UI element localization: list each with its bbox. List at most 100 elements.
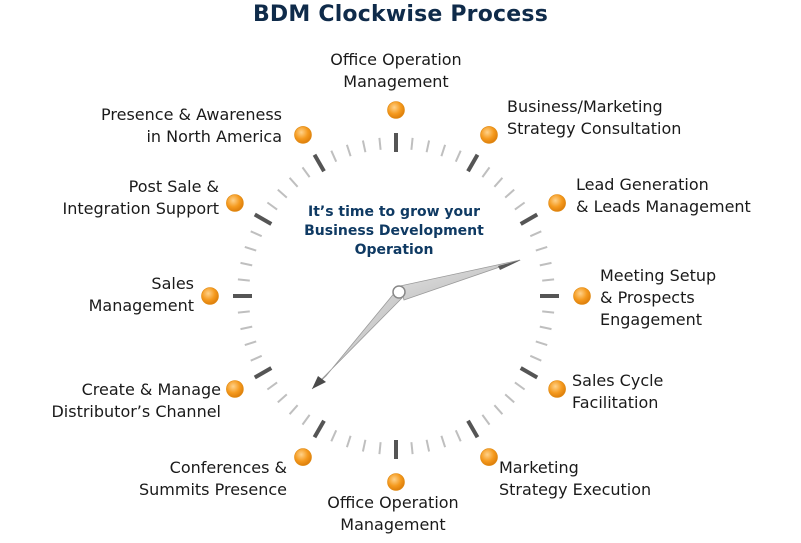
page-title: BDM Clockwise Process — [252, 2, 549, 27]
step-marker-bottom — [387, 473, 405, 491]
minor-tick — [240, 261, 253, 267]
minor-tick — [493, 177, 504, 188]
step-label-lead-generation: Lead Generation & Leads Management — [576, 174, 751, 218]
minor-tick — [440, 144, 447, 157]
step-label-line: & Leads Management — [576, 197, 751, 216]
minor-tick — [529, 354, 542, 362]
minor-tick — [345, 144, 352, 157]
minor-tick — [237, 278, 250, 282]
minor-tick — [288, 404, 299, 415]
minor-tick — [410, 137, 414, 150]
minor-tick — [542, 278, 555, 282]
major-tick — [312, 153, 326, 173]
step-label-line: Office Operation — [327, 493, 459, 512]
step-label-line: Management — [88, 296, 194, 315]
major-tick — [466, 419, 480, 439]
step-markers — [201, 101, 591, 491]
step-marker-marketing-execution — [480, 448, 498, 466]
major-tick — [253, 366, 273, 380]
minor-tick — [277, 188, 288, 199]
step-marker-business-marketing — [480, 126, 498, 144]
minute-hand-tip — [312, 376, 326, 389]
minor-tick — [410, 442, 414, 455]
minor-tick — [237, 310, 250, 314]
minor-tick — [250, 354, 263, 362]
step-marker-sales-management — [201, 287, 219, 305]
minor-tick — [542, 310, 555, 314]
minor-tick — [288, 177, 299, 188]
minor-tick — [481, 414, 491, 426]
step-label-line: Create & Manage — [81, 380, 221, 399]
step-marker-post-sale — [226, 194, 244, 212]
step-marker-conferences — [294, 448, 312, 466]
minor-tick — [244, 245, 257, 252]
step-label-line: Strategy Execution — [499, 480, 652, 499]
major-tick — [253, 212, 273, 226]
center-line-2: Business Development — [304, 223, 484, 239]
step-label-line: Conferences & — [169, 458, 287, 477]
step-label-line: Engagement — [600, 310, 703, 329]
minor-tick — [425, 140, 431, 153]
step-label-line: Marketing — [499, 458, 579, 477]
hour-hand-tip — [498, 260, 521, 270]
step-marker-meeting-setup — [573, 287, 591, 305]
minor-tick — [330, 429, 338, 442]
step-marker-sales-cycle — [548, 380, 566, 398]
step-label-line: Facilitation — [572, 393, 659, 412]
major-tick — [312, 419, 326, 439]
minor-tick — [425, 439, 431, 452]
minor-tick — [539, 261, 552, 267]
step-marker-top — [387, 101, 405, 119]
step-marker-distributor — [226, 380, 244, 398]
minor-tick — [244, 340, 257, 347]
minor-tick — [493, 404, 504, 415]
clock-ticks — [233, 133, 559, 459]
hand-pivot — [392, 285, 406, 299]
minor-tick — [504, 393, 515, 404]
step-marker-lead-generation — [548, 194, 566, 212]
minor-tick — [514, 201, 526, 211]
step-marker-presence — [294, 126, 312, 144]
step-label-line: Distributor’s Channel — [51, 402, 221, 421]
minor-tick — [301, 414, 311, 426]
step-label-line: in North America — [146, 127, 282, 146]
step-label-distributor: Create & Manage Distributor’s Channel — [51, 379, 221, 423]
step-label-line: Management — [340, 515, 446, 534]
minor-tick — [330, 150, 338, 163]
minor-tick — [266, 381, 278, 391]
minor-tick — [539, 325, 552, 331]
minor-tick — [361, 140, 367, 153]
minor-tick — [301, 166, 311, 178]
minute-hand — [311, 290, 403, 390]
minor-tick — [378, 442, 382, 455]
minor-tick — [345, 435, 352, 448]
clock-hands — [311, 259, 521, 390]
minor-tick — [514, 381, 526, 391]
minor-tick — [240, 325, 253, 331]
minor-tick — [454, 150, 462, 163]
step-label-line: Management — [343, 72, 449, 91]
step-label-line: Post Sale & — [128, 177, 219, 196]
step-label-line: Presence & Awareness — [101, 105, 282, 124]
step-label-marketing-execution: Marketing Strategy Execution — [499, 457, 651, 501]
major-tick — [519, 212, 539, 226]
minor-tick — [481, 166, 491, 178]
step-label-top: Office Operation Management — [311, 49, 481, 93]
minor-tick — [378, 137, 382, 150]
step-label-post-sale: Post Sale & Integration Support — [63, 176, 220, 220]
step-label-line: Sales — [151, 274, 194, 293]
major-tick — [466, 153, 480, 173]
step-label-line: Integration Support — [62, 199, 220, 218]
step-label-sales-cycle: Sales Cycle Facilitation — [572, 370, 663, 414]
center-line-3: Operation — [354, 242, 434, 258]
minor-tick — [529, 230, 542, 238]
step-label-sales-management: Sales Management — [89, 273, 194, 317]
minor-tick — [504, 188, 515, 199]
step-label-bottom: Office Operation Management — [308, 492, 478, 536]
major-tick — [519, 366, 539, 380]
step-label-line: Summits Presence — [138, 480, 287, 499]
center-line-1: It’s time to grow your — [307, 204, 481, 220]
step-label-business-marketing: Business/Marketing Strategy Consultation — [507, 96, 681, 140]
minor-tick — [440, 435, 447, 448]
